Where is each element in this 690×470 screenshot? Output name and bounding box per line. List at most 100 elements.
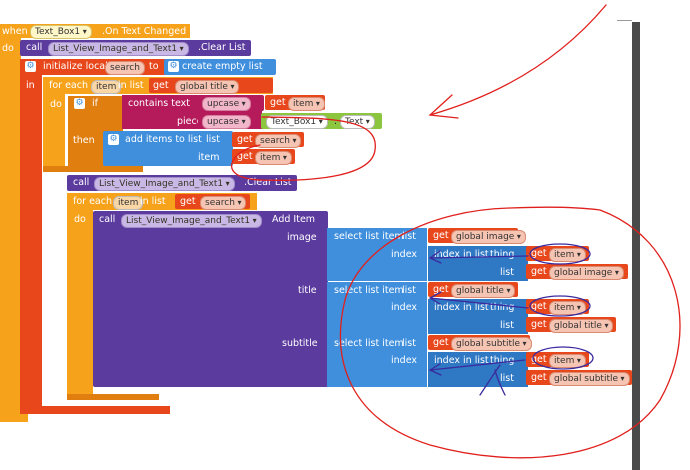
get-label: get xyxy=(237,134,253,145)
thing-label: thing xyxy=(490,249,515,260)
get-label: get xyxy=(531,372,547,383)
index-in-list-block-title[interactable] xyxy=(428,299,528,334)
in-label: in xyxy=(26,80,35,91)
list-label: list xyxy=(500,267,514,278)
red-circle-upcase xyxy=(230,116,376,181)
index-in-list-label: index in list xyxy=(434,249,489,260)
clear-list-method-2: .Clear List xyxy=(244,177,292,188)
global-image-dropdown[interactable]: global image xyxy=(451,230,526,244)
select-list-item-block-subtitle[interactable] xyxy=(327,335,427,387)
blue-circle-item-image xyxy=(529,243,591,265)
select-list-item-block-image[interactable] xyxy=(327,228,427,281)
gear-icon[interactable]: ⚙ xyxy=(168,61,179,72)
blue-arrow-subtitle xyxy=(428,359,526,376)
piece-label: piece xyxy=(177,116,203,127)
clear-list-component-1[interactable]: List_View_Image_and_Text1 xyxy=(48,42,189,56)
when-label: when xyxy=(2,26,28,37)
thing-label: thing xyxy=(490,302,515,313)
list-label: list xyxy=(402,285,416,296)
for-each-label-1: for each xyxy=(49,80,88,91)
param-subtitle-label: subtitle xyxy=(282,338,318,349)
dot-label: . xyxy=(334,116,338,127)
create-empty-list-block[interactable] xyxy=(164,59,276,75)
list-label: list xyxy=(206,134,220,145)
red-large-circle xyxy=(339,206,681,459)
get-label: get xyxy=(433,230,449,241)
index-label: index xyxy=(391,302,417,313)
get-label: get xyxy=(531,354,547,365)
event-block-footer xyxy=(0,412,28,422)
create-empty-list-label: create empty list xyxy=(182,61,263,72)
item-dropdown-title[interactable]: item xyxy=(549,301,586,315)
global-subtitle-dropdown-2[interactable]: global subtitle xyxy=(549,372,630,386)
local-var-name[interactable]: search xyxy=(105,61,145,75)
global-image-dropdown-2[interactable]: global image xyxy=(549,266,624,280)
add-item-method: Add Item xyxy=(272,214,316,225)
get-label: get xyxy=(180,196,196,207)
upcase-dropdown-2[interactable]: upcase xyxy=(202,115,251,129)
list-label: list xyxy=(402,231,416,242)
red-arrow-shaft xyxy=(429,4,607,116)
index-label: index xyxy=(391,249,417,260)
clear-list-method-1: .Clear List xyxy=(198,42,246,53)
blue-arrow-image xyxy=(428,250,529,264)
global-title-dropdown-2[interactable]: global title xyxy=(451,284,516,298)
index-in-list-label: index in list xyxy=(434,355,489,366)
gear-icon[interactable]: ⚙ xyxy=(108,134,119,145)
call-label-3: call xyxy=(99,214,116,225)
select-list-item-label: select list item xyxy=(334,285,404,296)
item-dropdown-1[interactable]: item xyxy=(288,97,325,111)
get-label: get xyxy=(531,266,547,277)
get-label: get xyxy=(237,151,253,162)
for-each-footer-1 xyxy=(43,166,143,172)
search-dropdown[interactable]: search xyxy=(255,134,302,148)
add-item-component[interactable]: List_View_Image_and_Text1 xyxy=(121,214,262,228)
list-label: list xyxy=(500,373,514,384)
for-each-label-2: for each xyxy=(73,196,112,207)
for-each-footer-2 xyxy=(67,394,159,400)
text-property-dropdown[interactable]: Text xyxy=(340,115,375,129)
global-subtitle-dropdown[interactable]: global subtitle xyxy=(451,337,532,351)
event-component-dropdown[interactable]: Text_Box1 xyxy=(30,25,92,39)
get-label: get xyxy=(153,80,169,91)
init-local-footer xyxy=(20,406,170,414)
index-in-list-block-subtitle[interactable] xyxy=(428,352,528,387)
in-list-label-2: in list xyxy=(140,196,166,207)
item-dropdown-subtitle[interactable]: item xyxy=(549,354,586,368)
workspace-top-tick xyxy=(617,20,632,21)
upcase-dropdown-1[interactable]: upcase xyxy=(202,97,251,111)
item-param-label: item xyxy=(198,152,220,163)
workspace-scrollbar[interactable] xyxy=(632,22,640,470)
loop-var-item-1[interactable]: item xyxy=(91,80,122,94)
select-list-item-label: select list item xyxy=(334,231,404,242)
list-label: list xyxy=(402,338,416,349)
gear-icon[interactable]: ⚙ xyxy=(25,61,36,72)
blue-circle-item-title xyxy=(529,295,591,317)
do-label-2: do xyxy=(74,214,86,225)
clear-list-component-2[interactable]: List_View_Image_and_Text1 xyxy=(94,177,235,191)
then-label: then xyxy=(73,135,95,146)
global-title-dropdown[interactable]: global title xyxy=(175,80,240,94)
get-label: get xyxy=(433,337,449,348)
add-items-to-list-block[interactable] xyxy=(103,131,233,166)
search-dropdown-2[interactable]: search xyxy=(200,196,247,210)
do-label: do xyxy=(2,43,14,54)
param-image-label: image xyxy=(287,232,317,243)
add-item-call-block[interactable] xyxy=(93,211,328,387)
for-each-body-1 xyxy=(43,94,65,172)
item-dropdown-image[interactable]: item xyxy=(549,248,586,262)
init-local-label: initialize local xyxy=(43,61,108,72)
global-title-dropdown-3[interactable]: global title xyxy=(549,319,614,333)
call-label-2: call xyxy=(73,177,90,188)
blue-arrow-title xyxy=(428,291,529,309)
gear-icon[interactable]: ⚙ xyxy=(74,98,85,109)
thing-label: thing xyxy=(490,355,515,366)
loop-var-item-2[interactable]: item xyxy=(113,196,144,210)
index-in-list-label: index in list xyxy=(434,302,489,313)
index-in-list-block-image[interactable] xyxy=(428,246,528,281)
init-local-body xyxy=(20,75,42,413)
param-title-label: title xyxy=(298,285,317,296)
item-dropdown-2[interactable]: item xyxy=(255,151,292,165)
add-items-label: add items to list xyxy=(125,134,202,145)
